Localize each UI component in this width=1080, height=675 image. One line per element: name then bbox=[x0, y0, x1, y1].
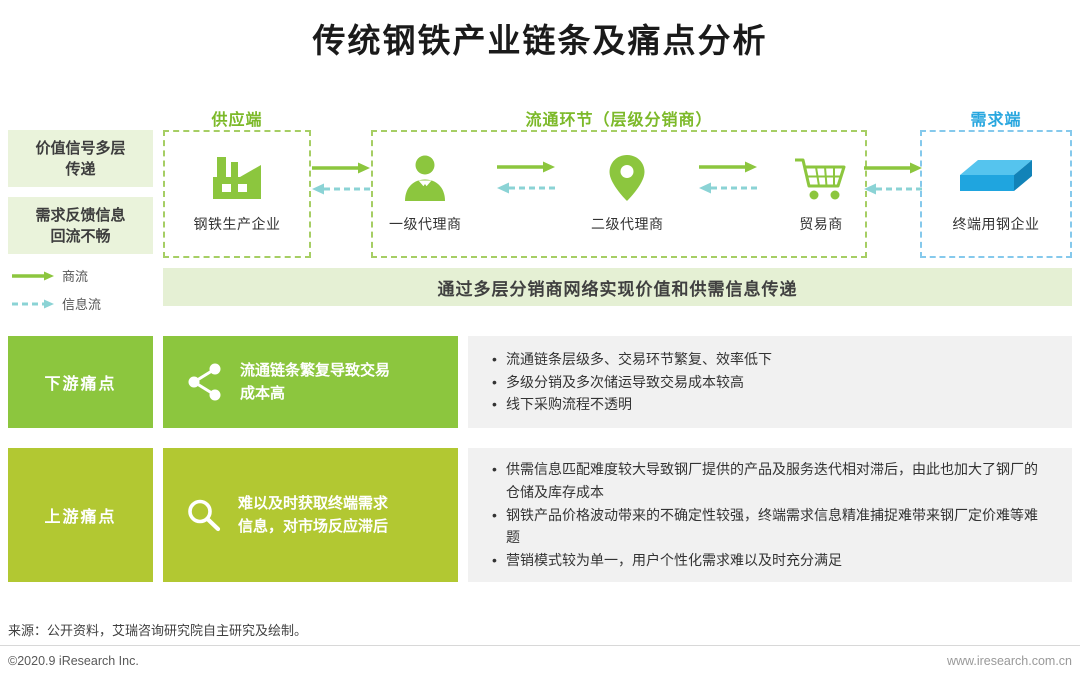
business-flow-arrow-icon bbox=[312, 162, 370, 174]
cart-icon bbox=[793, 154, 849, 202]
side-note-demand-feedback: 需求反馈信息回流不畅 bbox=[8, 197, 153, 254]
website-url: www.iresearch.com.cn bbox=[946, 653, 1072, 668]
demand-node-box: 终端用钢企业 bbox=[920, 130, 1072, 258]
pain-summary-text: 流通链条繁复导致交易成本高 bbox=[240, 361, 391, 402]
magnifier-icon bbox=[183, 495, 223, 535]
steel-plates-icon bbox=[956, 154, 1036, 202]
flow-arrows bbox=[699, 161, 758, 194]
share-icon bbox=[183, 360, 225, 404]
legend-item-business-flow: 商流 bbox=[12, 266, 101, 285]
node-label: 二级代理商 bbox=[591, 216, 664, 232]
bullet-item: 线下采购流程不透明 bbox=[488, 393, 1048, 416]
upstream-pain-summary: 难以及时获取终端需求信息，对市场反应滞后 bbox=[163, 448, 458, 582]
bullet-item: 多级分销及多次储运导致交易成本较高 bbox=[488, 371, 1048, 394]
info-flow-arrow-icon bbox=[699, 182, 758, 194]
bullet-item: 营销模式较为单一，用户个性化需求难以及时充分满足 bbox=[488, 549, 1048, 572]
node-level1-agent: 一级代理商 bbox=[389, 154, 462, 234]
info-flow-arrow-icon bbox=[864, 183, 922, 195]
factory-icon bbox=[210, 154, 264, 202]
bullet-list: 供需信息匹配难度较大导致钢厂提供的产品及服务迭代相对滞后，由此也加大了钢厂的仓储… bbox=[468, 458, 1072, 571]
demand-side-label: 需求端 bbox=[970, 112, 1022, 129]
bullet-item: 供需信息匹配难度较大导致钢厂提供的产品及服务迭代相对滞后，由此也加大了钢厂的仓储… bbox=[488, 458, 1048, 503]
downstream-pain-details: 流通链条层级多、交易环节繁复、效率低下 多级分销及多次储运导致交易成本较高 线下… bbox=[468, 336, 1072, 428]
legend-label: 信息流 bbox=[62, 297, 102, 312]
info-flow-arrow-icon bbox=[312, 183, 370, 195]
side-note-text: 需求反馈信息回流不畅 bbox=[35, 206, 126, 245]
flow-arrows bbox=[864, 162, 922, 195]
node-label: 一级代理商 bbox=[389, 216, 462, 232]
node-end-steel-user: 终端用钢企业 bbox=[953, 154, 1040, 234]
dashed-arrow-icon bbox=[12, 299, 54, 308]
side-note-text: 价值信号多层传递 bbox=[35, 139, 126, 178]
pain-summary-text: 难以及时获取终端需求信息，对市场反应滞后 bbox=[238, 494, 389, 535]
downstream-pain-label: 下游痛点 bbox=[8, 336, 153, 428]
flow-arrows bbox=[312, 162, 370, 195]
legend: 商流 信息流 bbox=[12, 266, 101, 313]
node-steel-producer: 钢铁生产企业 bbox=[194, 154, 281, 234]
supply-side-label: 供应端 bbox=[211, 112, 263, 129]
location-pin-icon bbox=[608, 154, 646, 202]
bullet-list: 流通链条层级多、交易环节繁复、效率低下 多级分销及多次储运导致交易成本较高 线下… bbox=[468, 348, 1072, 416]
node-trader: 贸易商 bbox=[793, 154, 849, 234]
source-note: 来源：公开资料，艾瑞咨询研究院自主研究及绘制。 bbox=[8, 623, 308, 638]
bullet-item: 流通链条层级多、交易环节繁复、效率低下 bbox=[488, 348, 1048, 371]
upstream-pain-label: 上游痛点 bbox=[8, 448, 153, 582]
circulation-stage-label: 流通环节（层级分销商） bbox=[525, 112, 713, 129]
side-note-value-signal: 价值信号多层传递 bbox=[8, 130, 153, 187]
info-flow-arrow-icon bbox=[497, 182, 556, 194]
node-level2-agent: 二级代理商 bbox=[591, 154, 664, 234]
copyright-text: ©2020.9 iResearch Inc. bbox=[8, 653, 139, 668]
business-flow-arrow-icon bbox=[864, 162, 922, 174]
supply-node-box: 钢铁生产企业 bbox=[163, 130, 311, 258]
business-flow-arrow-icon bbox=[699, 161, 758, 173]
footer-bar: ©2020.9 iResearch Inc. www.iresearch.com… bbox=[0, 645, 1080, 675]
agent-icon bbox=[402, 154, 448, 202]
bullet-item: 钢铁产品价格波动带来的不确定性较强，终端需求信息精准捕捉难带来钢厂定价难等难题 bbox=[488, 504, 1048, 549]
node-label: 终端用钢企业 bbox=[952, 216, 1040, 232]
distribution-layer-box: 一级代理商 二级代理商 bbox=[371, 130, 867, 258]
node-label: 贸易商 bbox=[799, 216, 843, 232]
downstream-pain-summary: 流通链条繁复导致交易成本高 bbox=[163, 336, 458, 428]
value-transfer-banner: 通过多层分销商网络实现价值和供需信息传递 bbox=[163, 268, 1072, 306]
business-flow-arrow-icon bbox=[497, 161, 556, 173]
legend-label: 商流 bbox=[62, 269, 89, 284]
solid-arrow-icon bbox=[12, 271, 54, 280]
legend-item-info-flow: 信息流 bbox=[12, 294, 101, 313]
page-title: 传统钢铁产业链条及痛点分析 bbox=[312, 22, 768, 59]
flow-arrows bbox=[497, 161, 556, 194]
upstream-pain-details: 供需信息匹配难度较大导致钢厂提供的产品及服务迭代相对滞后，由此也加大了钢厂的仓储… bbox=[468, 448, 1072, 582]
node-label: 钢铁生产企业 bbox=[193, 216, 281, 232]
